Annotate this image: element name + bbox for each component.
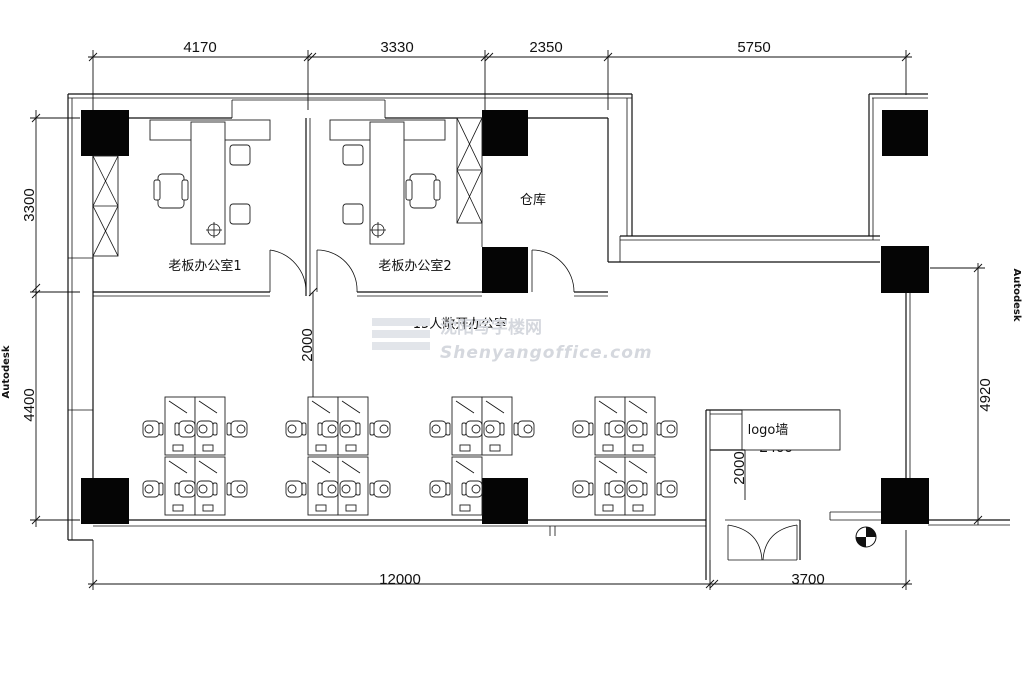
dim-top-1: 4170 xyxy=(183,39,216,56)
workstation-chair xyxy=(429,420,451,438)
dim-bottom-2: 3700 xyxy=(791,571,824,588)
side-label-left: Autodesk xyxy=(1,345,12,398)
workstation-chair xyxy=(604,420,626,438)
workstation-chair xyxy=(461,420,483,438)
workstation-chair xyxy=(142,420,164,438)
exterior-walls xyxy=(67,93,1010,541)
workstation-chair xyxy=(339,420,361,438)
workstation-chair xyxy=(174,480,196,498)
workstation-chair xyxy=(626,420,648,438)
desk-office-2 xyxy=(329,119,446,245)
workstation-chair xyxy=(483,420,505,438)
dim-left-2: 4400 xyxy=(21,388,38,421)
left-dimension-line xyxy=(30,110,80,527)
cabinet-office-1 xyxy=(92,155,119,257)
workstation-chair xyxy=(429,480,451,498)
watermark-line1: 沈阳写字楼网 xyxy=(440,317,542,338)
label-logo-wall: logo墙 xyxy=(748,423,789,438)
workstation-chair xyxy=(226,480,248,498)
workstation-chair xyxy=(656,420,678,438)
north-arrow-icon xyxy=(855,526,877,548)
dim-right-1: 4920 xyxy=(977,378,994,411)
bottom-dimension-line xyxy=(88,530,912,590)
door-storage xyxy=(531,249,575,293)
workstation-chair xyxy=(339,480,361,498)
dim-top-4: 5750 xyxy=(737,39,770,56)
dim-bottom-1: 12000 xyxy=(379,571,421,588)
workstation-chair xyxy=(196,420,218,438)
workstation-chair xyxy=(174,420,196,438)
workstation-clusters xyxy=(142,396,678,516)
dim-logo-depth: 2000 xyxy=(731,451,748,484)
structural-columns xyxy=(81,110,929,524)
workstation-chair xyxy=(196,480,218,498)
workstation-chair xyxy=(285,420,307,438)
dim-partition: 2000 xyxy=(299,328,316,361)
label-boss-office-2: 老板办公室2 xyxy=(378,258,451,274)
entrance-double-door xyxy=(727,524,798,561)
interior-partitions xyxy=(93,118,608,297)
workstation-chair xyxy=(461,480,483,498)
entrance-area xyxy=(705,409,881,580)
cabinet-office-2 xyxy=(456,117,483,224)
label-boss-office-1: 老板办公室1 xyxy=(168,258,241,274)
dim-top-2: 3330 xyxy=(380,39,413,56)
workstation-chair xyxy=(226,420,248,438)
top-dimension-line xyxy=(88,50,912,110)
workstation-chair xyxy=(317,420,339,438)
workstation-chair xyxy=(142,480,164,498)
workstation-chair xyxy=(369,480,391,498)
workstation-chair xyxy=(656,480,678,498)
workstation-chair xyxy=(604,480,626,498)
dim-top-3: 2350 xyxy=(529,39,562,56)
door-office-2 xyxy=(316,249,358,293)
label-storage: 仓库 xyxy=(520,192,546,208)
workstation-chair xyxy=(317,480,339,498)
watermark-line2: Shenyangoffice.com xyxy=(440,343,653,363)
desk-office-1 xyxy=(149,119,271,245)
workstation-chair xyxy=(572,480,594,498)
workstation-chair xyxy=(513,420,535,438)
workstation-chair xyxy=(626,480,648,498)
side-label-right: Autodesk xyxy=(1011,268,1022,321)
label-open-office: 15人敞开办公室 xyxy=(413,316,508,332)
dim-left-1: 3300 xyxy=(21,188,38,221)
workstation-chair xyxy=(369,420,391,438)
workstation-chair xyxy=(285,480,307,498)
door-office-1 xyxy=(269,249,307,293)
watermark: 沈阳写字楼网 Shenyangoffice.com xyxy=(372,317,653,363)
workstation-chair xyxy=(572,420,594,438)
